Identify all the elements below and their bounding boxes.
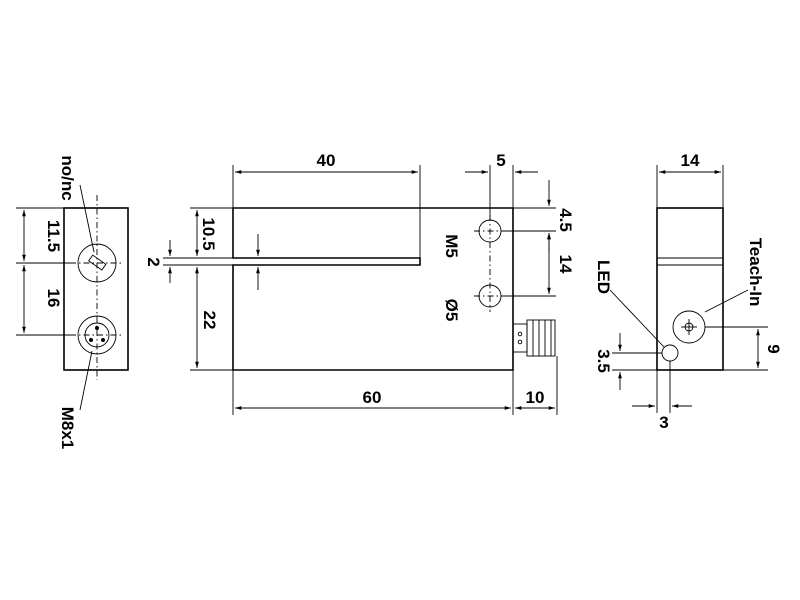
front-view <box>163 165 558 415</box>
dim-4-5-label: 4.5 <box>556 208 575 232</box>
teach-in-leader <box>704 289 749 313</box>
led-label: LED <box>594 260 613 294</box>
dia5-label: Ø5 <box>442 299 461 322</box>
left-end-view <box>16 184 129 411</box>
dim-9-label: 9 <box>764 344 783 353</box>
side-view-outline <box>656 207 724 371</box>
pin-icon <box>89 338 93 342</box>
dim-10-label: 10 <box>526 388 545 407</box>
led-indicator <box>661 344 679 362</box>
dim-2-label: 2 <box>144 257 163 266</box>
dim-10-5-label: 10.5 <box>199 217 218 250</box>
teach-in-label: Teach-In <box>746 238 765 307</box>
m8x1-leader <box>79 350 93 411</box>
m8x1-label: M8x1 <box>58 407 77 450</box>
switch-slot-icon <box>88 254 107 271</box>
dim-5-label: 5 <box>496 151 505 170</box>
dim-22-label: 22 <box>200 311 219 330</box>
dim-11-5-label: 11.5 <box>44 220 63 252</box>
dim-16-label: 16 <box>44 289 63 308</box>
dim-3-5-label: 3.5 <box>594 349 613 373</box>
end-view-outline <box>63 207 129 371</box>
no-nc-label: no/nc <box>58 155 77 200</box>
m5-label: M5 <box>442 234 461 258</box>
no-nc-leader <box>79 184 95 253</box>
dim-14-side-label: 14 <box>556 255 575 274</box>
dim-14-top-label: 14 <box>681 151 700 170</box>
dim-40-label: 40 <box>317 151 336 170</box>
pin-icon <box>101 338 105 342</box>
dim-3-label: 3 <box>659 413 668 432</box>
led-leader <box>609 289 665 348</box>
fork-body-outline <box>232 207 514 371</box>
side-connector <box>512 319 556 357</box>
right-side-view <box>609 165 768 413</box>
dim-60-label: 60 <box>363 388 382 407</box>
pin-icon <box>95 326 99 330</box>
